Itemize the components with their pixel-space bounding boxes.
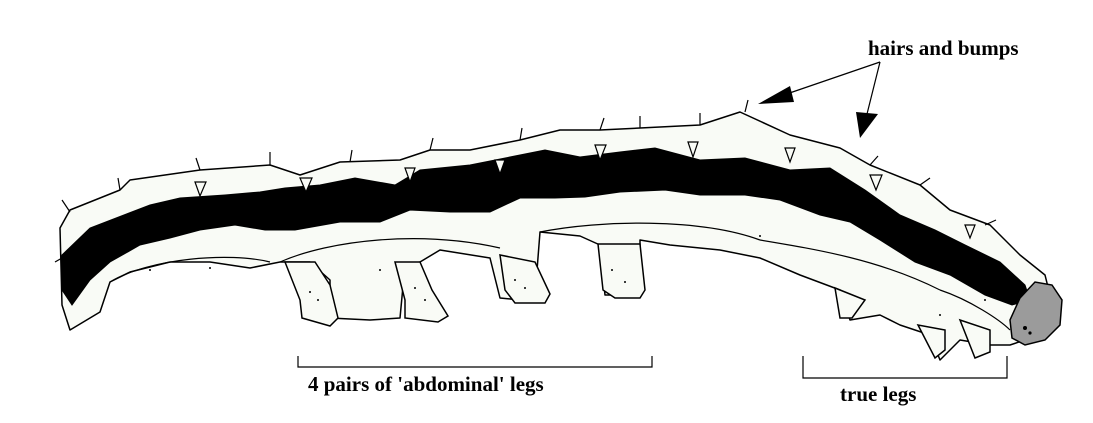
head-spot (1028, 331, 1031, 334)
label-abdominal-legs: 4 pairs of 'abdominal' legs (308, 372, 544, 397)
head-spot (1023, 326, 1027, 330)
label-hairs-and-bumps: hairs and bumps (868, 36, 1019, 61)
abdominal-leg-4 (598, 244, 645, 298)
label-true-legs: true legs (840, 382, 916, 407)
